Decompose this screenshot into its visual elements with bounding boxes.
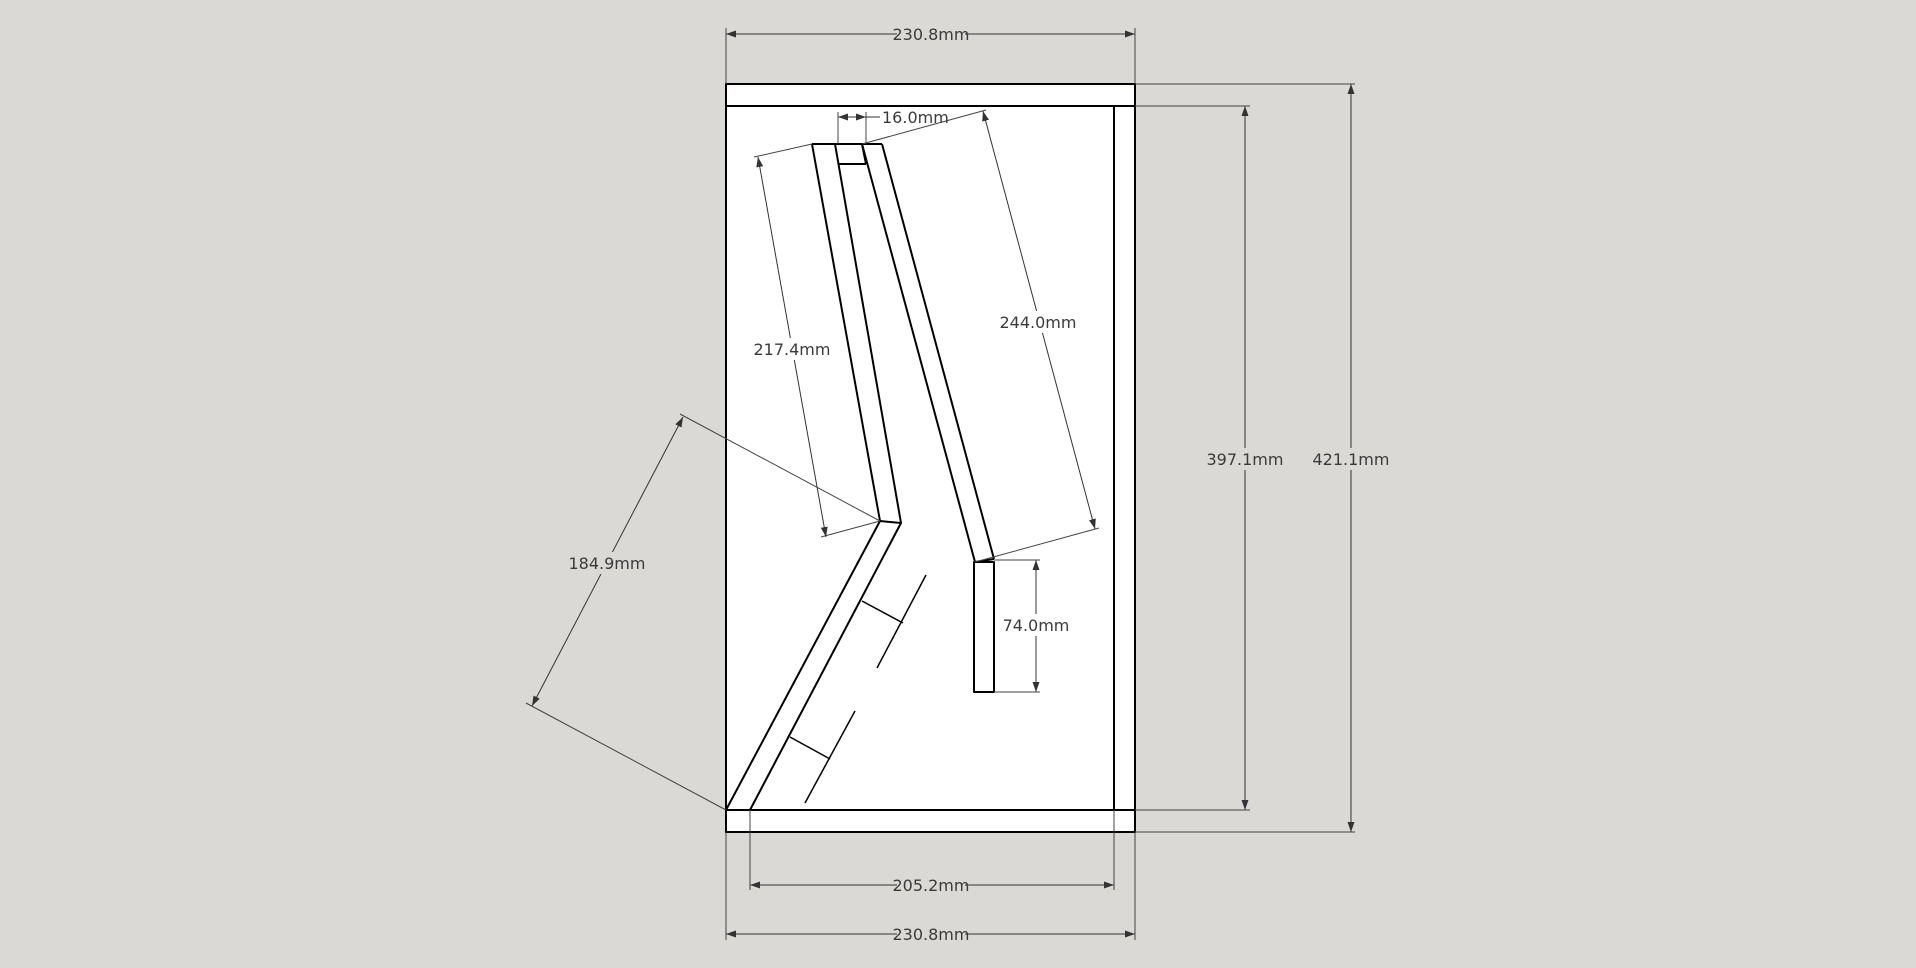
- dim-label-bottom-width: 230.8mm: [893, 925, 970, 944]
- right-panel-right-edge: [881, 143, 995, 560]
- dim-label-short-vertical: 74.0mm: [1003, 616, 1070, 635]
- dim-bottom-width[interactable]: 230.8mm: [725, 832, 1136, 944]
- dim-label-slot-width: 16.0mm: [882, 108, 949, 127]
- dim-total-height[interactable]: 421.1mm: [1135, 83, 1390, 833]
- right-panel-left-edge: [861, 143, 976, 563]
- dim-label-inner-width: 205.2mm: [893, 876, 970, 895]
- box-geometry: [725, 83, 1136, 833]
- dim-inner-width[interactable]: 205.2mm: [749, 810, 1115, 895]
- right-slanted-panel: [861, 143, 995, 693]
- dim-upper-left-panel[interactable]: 217.4mm: [754, 143, 881, 538]
- dim-label-top-width: 230.8mm: [893, 25, 970, 44]
- brace-upper-short: [861, 600, 904, 624]
- brace-lower-long: [804, 710, 856, 804]
- dim-label-total-height: 421.1mm: [1313, 450, 1390, 469]
- dim-slot-width[interactable]: 16.0mm: [837, 108, 949, 144]
- dim-top-width[interactable]: 230.8mm: [725, 24, 1136, 84]
- dim-label-upper-right-panel: 244.0mm: [1000, 313, 1077, 332]
- dim-short-vertical[interactable]: 74.0mm: [994, 559, 1070, 693]
- dim-lower-diagonal[interactable]: 184.9mm: [525, 413, 881, 811]
- bent-panel-joint: [879, 520, 902, 524]
- dim-label-lower-diagonal: 184.9mm: [569, 554, 646, 573]
- braces: [789, 574, 927, 804]
- dim-upper-right-panel[interactable]: 244.0mm: [861, 109, 1100, 563]
- dim-label-inner-height: 397.1mm: [1207, 450, 1284, 469]
- brace-lower-short: [789, 736, 831, 760]
- dim-inner-height[interactable]: 397.1mm: [1135, 105, 1284, 811]
- short-vertical-panel: [973, 561, 995, 693]
- outer-box: [725, 83, 1136, 833]
- dim-label-upper-left-panel: 217.4mm: [754, 340, 831, 359]
